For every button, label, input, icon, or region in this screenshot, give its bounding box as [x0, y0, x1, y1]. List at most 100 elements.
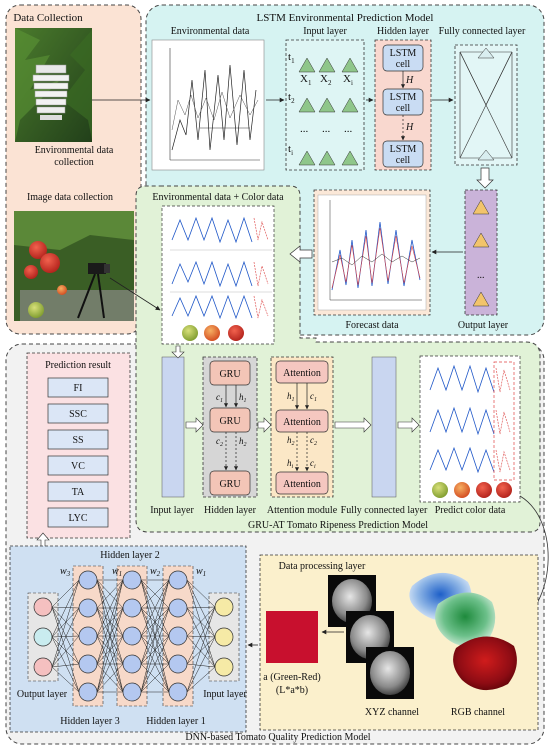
predict-color-label: Predict color data	[435, 505, 506, 516]
prediction-items: FI SSC SS VC TA LYC	[47, 377, 109, 528]
dnn-input-label: Input layer	[203, 689, 247, 700]
lstm-cell-1: LSTM cell	[382, 44, 424, 72]
prediction-item: VC	[47, 455, 109, 476]
att-h1: h	[287, 391, 292, 401]
hidden-layer-1-label: Hidden layer 1	[146, 716, 205, 727]
dnn-neuron	[168, 598, 188, 618]
x2-sub: 2	[328, 79, 332, 87]
predict-color-chart	[419, 355, 521, 503]
env-color-label: Environmental data + Color data	[152, 192, 284, 203]
prediction-item-label: SS	[72, 435, 83, 446]
image-collection-label: Image data collection	[27, 192, 113, 203]
t2-sub: 2	[291, 97, 295, 105]
svg-text:c1: c1	[310, 391, 317, 403]
dnn-connection	[186, 635, 216, 638]
dnn-connection	[186, 663, 216, 668]
svg-text:w2: w2	[150, 566, 161, 578]
dnn-connection	[96, 607, 124, 693]
prediction-item-label: LYC	[69, 513, 88, 524]
svg-text:w3: w3	[60, 566, 71, 578]
dnn-neuron	[78, 654, 98, 674]
input-dots-2: ...	[322, 123, 331, 135]
dnn-connection	[51, 579, 80, 668]
svg-text:X1: X1	[300, 73, 312, 87]
hidden-layer-3-label: Hidden layer 3	[60, 716, 119, 727]
w1a-label: w	[112, 566, 119, 577]
gru-input-box	[161, 356, 185, 498]
dnn-neuron	[78, 682, 98, 702]
ti-sub: i	[291, 149, 293, 157]
svg-text:hi: hi	[287, 458, 294, 470]
gru-cell-3: GRU	[209, 470, 251, 496]
env-collection-label: Environmental data	[35, 145, 114, 156]
xi-sub: i	[351, 79, 353, 87]
prediction-item: SS	[47, 429, 109, 450]
dnn-neuron	[122, 598, 142, 618]
lstm-output-label: Output layer	[458, 320, 509, 331]
dnn-connection	[51, 606, 80, 665]
svg-text:w1: w1	[112, 566, 122, 578]
dnn-neuron	[78, 626, 98, 646]
t1-sub: 1	[291, 57, 295, 65]
prediction-item: SSC	[47, 403, 109, 424]
gru-fc-box	[371, 356, 397, 498]
svg-text:h1: h1	[287, 391, 295, 403]
att-hi-sub: i	[292, 464, 294, 470]
gru-c1-sub: 1	[220, 398, 223, 404]
gru-cell-3-label: GRU	[219, 479, 241, 490]
dnn-connection	[186, 635, 216, 668]
x2-label: X	[320, 73, 328, 85]
xyz-channel-images	[328, 575, 414, 699]
dnn-neuron	[168, 570, 188, 590]
prediction-item-label: VC	[71, 461, 85, 472]
dnn-connection	[186, 606, 216, 693]
att-c2: c	[310, 435, 314, 445]
t1-label: t	[288, 51, 291, 63]
dnn-neuron	[33, 627, 53, 647]
gru-c2-sub: 2	[220, 442, 223, 448]
gru-hidden-label: Hidden layer	[204, 505, 257, 516]
dnn-connection	[51, 636, 80, 665]
svg-text:t2: t2	[288, 91, 295, 105]
dnn-connection	[140, 579, 170, 609]
svg-text:ti: ti	[288, 143, 293, 157]
lstm-cell-1-label: LSTM	[390, 48, 417, 59]
dnn-connection	[140, 579, 170, 665]
prediction-item-label: FI	[74, 383, 83, 394]
svg-text:c1: c1	[216, 392, 223, 404]
prediction-item: TA	[47, 481, 109, 502]
dnn-connection	[186, 636, 216, 693]
svg-text:Xi: Xi	[343, 73, 353, 87]
gru-c2: c	[216, 436, 220, 446]
att-c1-sub: 1	[314, 397, 317, 403]
dnn-connection	[96, 579, 124, 665]
dnn-connection	[140, 579, 170, 637]
attention-block-3: Attention	[275, 471, 329, 495]
att-h2-sub: 2	[292, 441, 295, 447]
attention-block-2: Attention	[275, 409, 329, 433]
w1a-sub: 1	[119, 570, 123, 578]
w3-sub: 3	[66, 570, 71, 578]
gru-cell-2-label: GRU	[219, 416, 241, 427]
dnn-neuron	[168, 626, 188, 646]
data-collection-title: Data Collection	[13, 12, 83, 24]
dnn-connection	[186, 606, 216, 609]
w1b-label: w	[196, 566, 203, 577]
svg-text:ci: ci	[310, 458, 316, 470]
lstm-cell-2: LSTM cell	[382, 88, 424, 116]
dnn-connection	[51, 606, 80, 609]
w3-label: w	[60, 566, 67, 577]
lstm-env-data-label: Environmental data	[171, 26, 250, 37]
dnn-connection	[51, 579, 80, 638]
dnn-neuron	[214, 657, 234, 677]
ti-label: t	[288, 143, 291, 155]
dnn-connection	[186, 579, 216, 668]
a-channel-label: a (Green-Red)	[263, 672, 320, 683]
tomato-camera-photo	[14, 211, 134, 321]
attention-module-label: Attention module	[267, 505, 338, 516]
lstm-cell-1-label-2: cell	[396, 59, 411, 70]
attention-block-3-label: Attention	[283, 479, 321, 490]
h-label-1: H	[405, 75, 414, 86]
dnn-network	[27, 565, 240, 707]
